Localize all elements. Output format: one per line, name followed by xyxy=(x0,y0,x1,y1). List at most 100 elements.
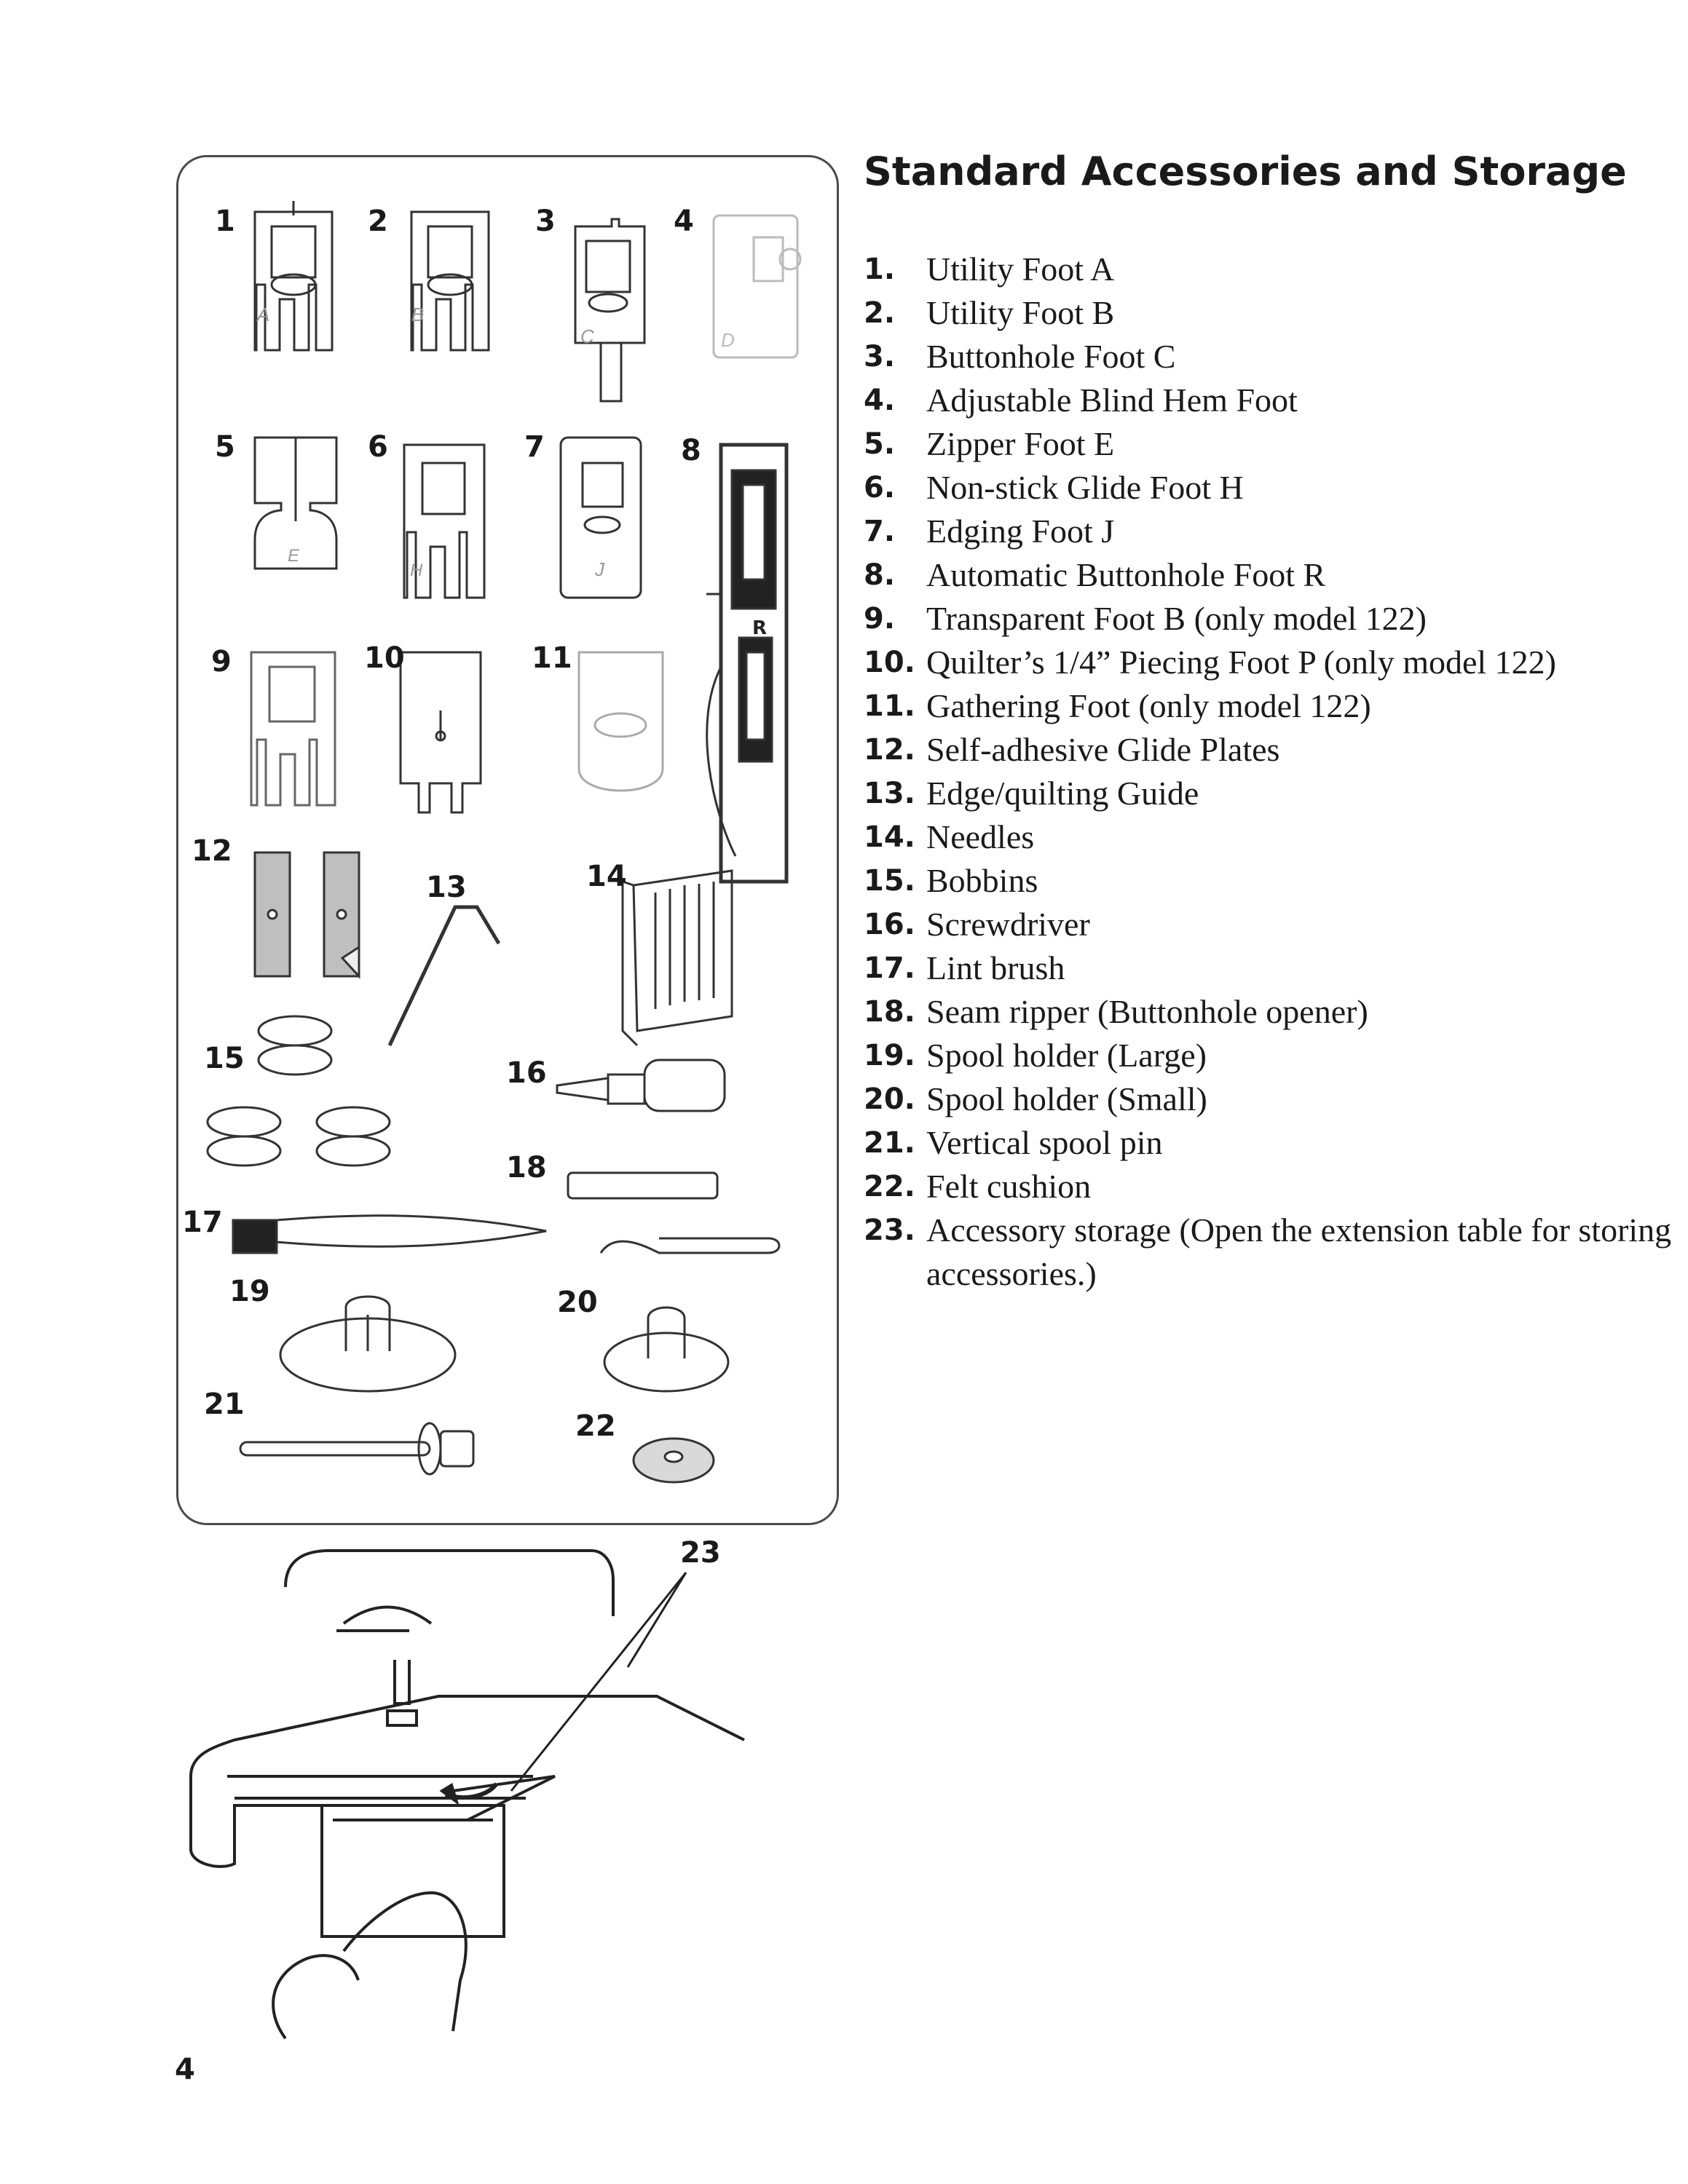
list-item: 23. Accessory storage (Open the extension… xyxy=(864,1208,1672,1296)
item-label: Seam ripper (Buttonhole opener) xyxy=(926,993,1368,1030)
callout-20: 20 xyxy=(557,1286,598,1319)
item-label: Accessory storage (Open the extension ta… xyxy=(926,1211,1672,1292)
list-item: 17. Lint brush xyxy=(864,946,1672,990)
item-label: Buttonhole Foot C xyxy=(926,338,1176,375)
list-item: 15. Bobbins xyxy=(864,859,1672,903)
callout-4: 4 xyxy=(674,205,694,238)
item-label: Bobbins xyxy=(926,862,1038,899)
list-item: 4.Adjustable Blind Hem Foot xyxy=(864,379,1672,422)
item-number: 12. xyxy=(864,733,915,767)
list-item: 16. Screwdriver xyxy=(864,903,1672,946)
svg-text:D: D xyxy=(721,329,735,351)
utility-foot-b-drawing xyxy=(410,210,490,352)
list-item: 12. Self-adhesive Glide Plates xyxy=(864,728,1672,772)
callout-8: 8 xyxy=(681,434,701,467)
list-item: 14.Needles xyxy=(864,815,1672,859)
item-label: Utility Foot B xyxy=(926,294,1115,331)
bobbins-drawing xyxy=(206,1015,391,1167)
item-number: 21. xyxy=(864,1126,915,1160)
item-label: Non-stick Glide Foot H xyxy=(926,469,1244,506)
item-number: 16. xyxy=(864,908,915,941)
item-number: 22. xyxy=(864,1170,915,1203)
list-item: 8.Automatic Buttonhole Foot R xyxy=(864,553,1672,597)
edge-guide-drawing xyxy=(387,905,501,1047)
item-label: Gathering Foot (only model 122) xyxy=(926,687,1371,724)
needles-case-drawing xyxy=(621,869,733,1047)
item-number: 2. xyxy=(864,296,896,330)
svg-text:B: B xyxy=(411,304,424,325)
item-label: Self-adhesive Glide Plates xyxy=(926,731,1280,768)
callout-18: 18 xyxy=(506,1151,547,1184)
svg-text:J: J xyxy=(594,558,605,580)
edging-foot-j-drawing xyxy=(559,436,642,599)
item-number: 10. xyxy=(864,646,915,679)
callout-7: 7 xyxy=(524,430,545,464)
utility-foot-a-drawing xyxy=(253,201,334,352)
item-number: 11. xyxy=(864,689,915,723)
list-item: 13.Edge/quilting Guide xyxy=(864,772,1672,815)
item-number: 19. xyxy=(864,1039,915,1072)
item-label: Felt cushion xyxy=(926,1168,1092,1205)
item-number: 6. xyxy=(864,471,896,505)
felt-cushion-drawing xyxy=(632,1437,715,1484)
buttonhole-foot-c-drawing xyxy=(574,218,646,403)
callout-10: 10 xyxy=(364,641,405,675)
callout-22: 22 xyxy=(575,1409,616,1443)
svg-text:E: E xyxy=(288,546,300,566)
callout-16: 16 xyxy=(506,1056,547,1090)
vertical-spool-pin-drawing xyxy=(239,1422,475,1476)
list-item: 19. Spool holder (Large) xyxy=(864,1034,1672,1077)
list-item: 7.Edging Foot J xyxy=(864,510,1672,553)
storage-drawing xyxy=(189,1549,745,2040)
svg-text:R: R xyxy=(752,617,767,639)
callout-5: 5 xyxy=(215,430,235,464)
spool-holder-large-drawing xyxy=(279,1295,457,1393)
glide-plates-drawing xyxy=(253,851,360,979)
item-number: 1. xyxy=(864,253,896,286)
page-number: 4 xyxy=(175,2053,195,2086)
gathering-foot-drawing xyxy=(577,651,664,792)
item-number: 17. xyxy=(864,951,915,985)
accessory-storage-illustration: 23 xyxy=(176,1536,846,2046)
item-label: Edge/quilting Guide xyxy=(926,775,1199,812)
item-label: Zipper Foot E xyxy=(926,425,1115,462)
item-label: Vertical spool pin xyxy=(926,1124,1163,1161)
glide-foot-h-drawing xyxy=(403,443,486,599)
item-number: 20. xyxy=(864,1083,915,1116)
screwdriver-drawing xyxy=(556,1059,726,1112)
item-label: Utility Foot A xyxy=(926,250,1115,288)
item-number: 3. xyxy=(864,340,896,373)
item-label: Spool holder (Large) xyxy=(926,1037,1207,1074)
list-item: 5.Zipper Foot E xyxy=(864,422,1672,466)
quilters-foot-p-drawing xyxy=(399,651,482,814)
list-item: 6. Non-stick Glide Foot H xyxy=(864,466,1672,510)
automatic-buttonhole-foot-r-drawing xyxy=(706,443,789,884)
lint-brush-drawing xyxy=(232,1214,547,1254)
callout-6: 6 xyxy=(368,430,388,464)
svg-text:C: C xyxy=(580,325,594,347)
item-label: Lint brush xyxy=(926,949,1065,986)
list-item: 22. Felt cushion xyxy=(864,1165,1672,1208)
list-item: 9.Transparent Foot B (only model 122) xyxy=(864,597,1672,641)
item-number: 18. xyxy=(864,995,915,1029)
section-heading: Standard Accessories and Storage xyxy=(864,149,1627,194)
callout-1: 1 xyxy=(215,205,235,238)
callout-23: 23 xyxy=(680,1536,721,1570)
list-item: 1. Utility Foot A xyxy=(864,248,1672,291)
item-number: 15. xyxy=(864,864,915,898)
callout-12: 12 xyxy=(192,834,232,868)
callout-13: 13 xyxy=(426,871,467,904)
blind-hem-foot-drawing xyxy=(712,214,802,359)
item-label: Screwdriver xyxy=(926,906,1090,943)
list-item: 2. Utility Foot B xyxy=(864,291,1672,335)
zipper-foot-e-drawing xyxy=(253,436,338,570)
item-label: Transparent Foot B (only model 122) xyxy=(926,600,1427,637)
callout-9: 9 xyxy=(211,645,232,678)
item-number: 8. xyxy=(864,558,896,592)
accessories-figure-panel: A B C D E xyxy=(176,155,839,1525)
accessory-list: 1. Utility Foot A 2. Utility Foot B 3. Butt… xyxy=(864,248,1672,1296)
callout-11: 11 xyxy=(532,641,572,675)
accessories-drawing: A B C D E xyxy=(206,201,802,1484)
item-number: 23. xyxy=(864,1214,915,1247)
item-label: Edging Foot J xyxy=(926,513,1115,550)
